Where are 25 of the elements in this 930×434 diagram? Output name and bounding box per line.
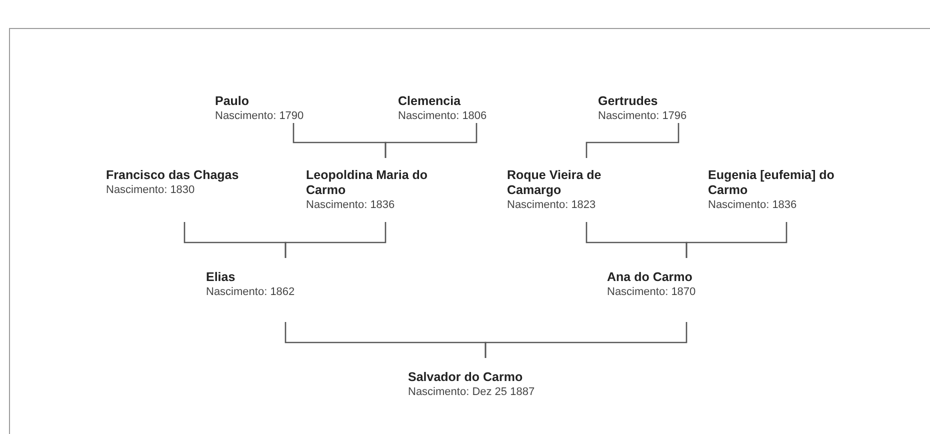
birth-info: Nascimento: 1806 [398, 109, 487, 123]
birth-info: Nascimento: Dez 25 1887 [408, 385, 535, 399]
person-name: Salvador do Carmo [408, 370, 523, 385]
family-connector [284, 222, 386, 258]
birth-info: Nascimento: 1836 [708, 198, 797, 212]
birth-info: Nascimento: 1823 [507, 198, 596, 212]
family-connector [586, 123, 680, 158]
birth-info: Nascimento: 1862 [206, 285, 295, 299]
person-name: Elias [206, 270, 236, 285]
person-name: Clemencia [398, 94, 461, 109]
birth-info: Nascimento: 1790 [215, 109, 304, 123]
person-name: Paulo [215, 94, 250, 109]
family-connector [686, 222, 788, 258]
birth-info: Nascimento: 1796 [598, 109, 687, 123]
person-name: Roque Vieira de Camargo [507, 168, 602, 198]
person-name: Eugenia [eufemia] do Carmo [708, 168, 836, 198]
birth-info: Nascimento: 1870 [607, 285, 696, 299]
birth-info: Nascimento: 1836 [306, 198, 395, 212]
person-name: Gertrudes [598, 94, 658, 109]
person-name: Francisco das Chagas [106, 168, 239, 183]
person-name: Leopoldina Maria do Carmo [306, 168, 429, 198]
family-connector [484, 322, 688, 358]
family-connector [384, 123, 478, 158]
person-name: Ana do Carmo [607, 270, 692, 285]
birth-info: Nascimento: 1830 [106, 183, 195, 197]
